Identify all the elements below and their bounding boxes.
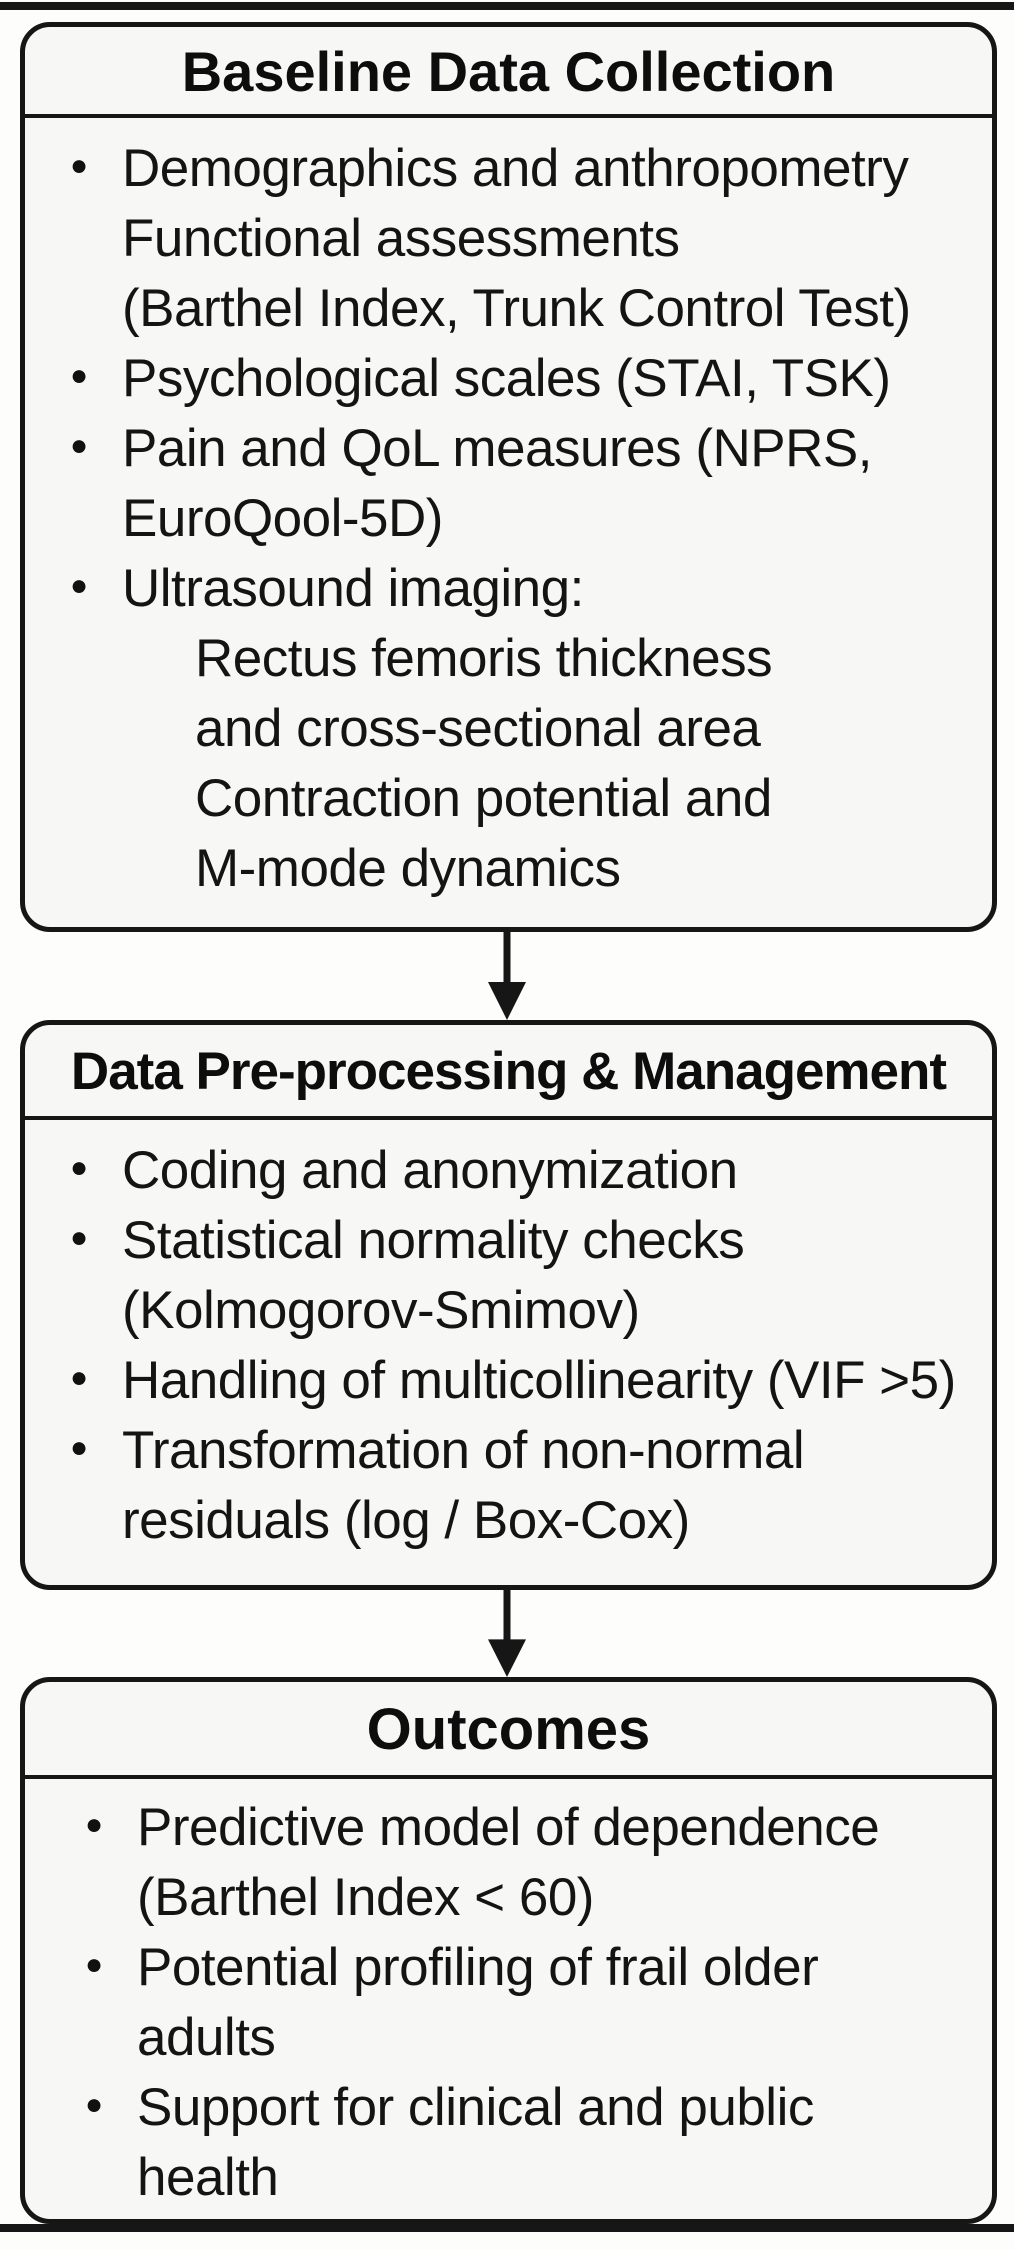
bullet-line: Transformation of non-normal: [122, 1421, 805, 1480]
bullet-icon: ●: [70, 1431, 88, 1464]
bullet-line: Ultrasound imaging:: [122, 559, 584, 618]
bullet-line: (Barthel Index < 60): [137, 1868, 594, 1927]
bullet-list: ● Coding and anonymization ● Statistical no…: [25, 1120, 992, 1556]
panel-outcomes: Outcomes ● Predictive model of dependence…: [20, 1677, 997, 2224]
bullet-line: M-mode dynamics: [195, 839, 621, 898]
bullet-line: (Barthel Index, Trunk Control Test): [122, 279, 911, 338]
bullet-line: residuals (log / Box-Cox): [122, 1491, 690, 1550]
bullet-icon: ●: [85, 1948, 103, 1981]
bullet-item: ● Transformation of non-normal residuals (…: [70, 1416, 982, 1556]
panel-baseline-data-collection: Baseline Data Collection ● Demographics a…: [20, 22, 997, 932]
panel-title: Baseline Data Collection: [25, 27, 992, 118]
bullet-item: ● Handling of multicollinearity (VIF >5): [70, 1346, 982, 1416]
bullet-icon: ●: [70, 569, 88, 602]
bullet-icon: ●: [70, 359, 88, 392]
bullet-item: ● Ultrasound imaging: Rectus femoris thick…: [70, 554, 982, 904]
bullet-line: Demographics and anthropometry: [122, 139, 909, 198]
bullet-item: ● Potential profiling of frail older adult…: [85, 1933, 982, 2073]
bullet-icon: ●: [70, 149, 88, 182]
arrow-down-icon: [483, 1590, 531, 1677]
bullet-line: (Kolmogorov-Smimov): [122, 1281, 640, 1340]
bullet-list: ● Predictive model of dependence (Barthel …: [25, 1779, 992, 2213]
arrow-down-icon: [483, 932, 531, 1020]
bullet-icon: ●: [70, 1221, 88, 1254]
bullet-line: Rectus femoris thickness: [195, 629, 773, 688]
bullet-line: Predictive model of dependence: [137, 1798, 880, 1857]
bullet-line: Pain and QoL measures (NPRS,: [122, 419, 872, 478]
bullet-line: Potential profiling of frail older: [137, 1938, 819, 1997]
panel-title: Outcomes: [25, 1682, 992, 1779]
bullet-icon: ●: [70, 429, 88, 462]
bullet-line: health: [137, 2148, 279, 2207]
panel-data-preprocessing-management: Data Pre-processing & Management ● Coding…: [20, 1020, 997, 1590]
top-border-rule: [0, 2, 1014, 10]
bullet-item: ● Predictive model of dependence (Barthel …: [85, 1793, 982, 1933]
bullet-line: Contraction potential and: [195, 769, 772, 828]
bullet-line: Support for clinical and public: [137, 2078, 814, 2137]
bullet-item: ● Psychological scales (STAI, TSK): [70, 344, 982, 414]
bullet-item: ● Statistical normality checks (Kolmogorov…: [70, 1206, 982, 1346]
bullet-item: ● Support for clinical and public health: [85, 2073, 982, 2213]
bullet-line: Coding and anonymization: [122, 1141, 738, 1200]
bullet-item: ● Coding and anonymization: [70, 1136, 982, 1206]
bullet-icon: ●: [85, 1808, 103, 1841]
bullet-icon: ●: [85, 2088, 103, 2121]
bullet-line: Functional assessments: [122, 209, 680, 268]
bottom-border-rule: [0, 2224, 1014, 2232]
bullet-line: adults: [137, 2008, 276, 2067]
bullet-icon: ●: [70, 1361, 88, 1394]
bullet-line: EuroQool-5D): [122, 489, 443, 548]
bullet-icon: ●: [70, 1151, 88, 1184]
bullet-item: ● Pain and QoL measures (NPRS, EuroQool-5D…: [70, 414, 982, 554]
bullet-line: Handling of multicollinearity (VIF >5): [122, 1351, 956, 1410]
bullet-line: Statistical normality checks: [122, 1211, 745, 1270]
bullet-line: Psychological scales (STAI, TSK): [122, 349, 891, 408]
panel-title: Data Pre-processing & Management: [25, 1025, 992, 1120]
bullet-line: and cross-sectional area: [195, 699, 761, 758]
